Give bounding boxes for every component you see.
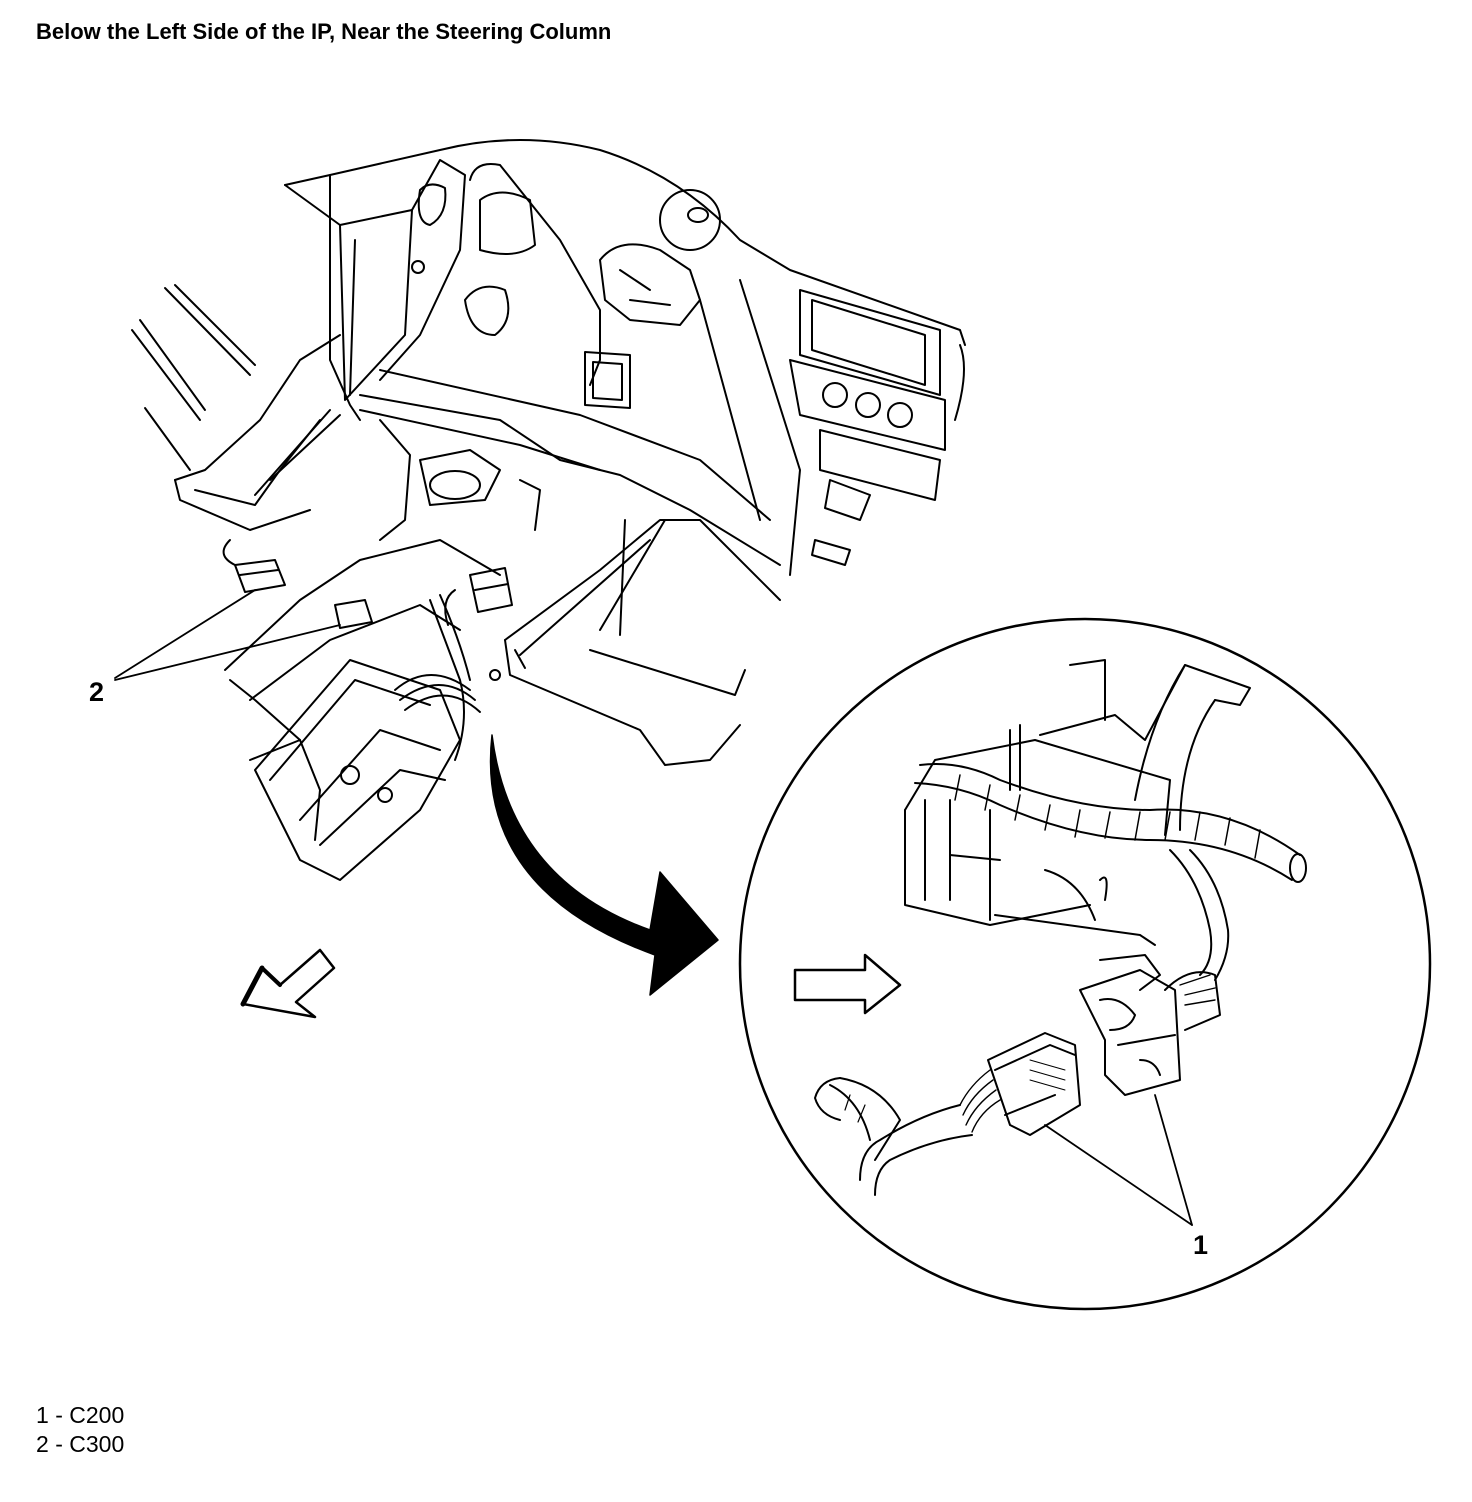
view-direction-arrow bbox=[793, 953, 902, 1015]
detail-view-contents bbox=[814, 659, 1307, 1196]
forward-direction-arrow bbox=[240, 948, 336, 1019]
connector-legend: 1 - C200 2 - C300 bbox=[36, 1401, 124, 1459]
instrument-panel-assembly bbox=[131, 139, 966, 576]
callout-1-leaders bbox=[1044, 1094, 1193, 1226]
curved-detail-arrow bbox=[489, 734, 719, 996]
legend-number: 2 bbox=[36, 1431, 49, 1457]
page-title: Below the Left Side of the IP, Near the … bbox=[36, 19, 612, 44]
callout-2-label: 2 bbox=[89, 677, 104, 707]
legend-label: C200 bbox=[69, 1402, 125, 1428]
detail-view-circle bbox=[738, 617, 1432, 1311]
callout-1-label: 1 bbox=[1193, 1230, 1208, 1260]
legend-separator: - bbox=[55, 1431, 63, 1457]
console-lower-area bbox=[489, 519, 781, 766]
legend-item-c300: 2 - C300 bbox=[36, 1430, 124, 1459]
legend-label: C300 bbox=[69, 1431, 125, 1457]
legend-separator: - bbox=[55, 1402, 63, 1428]
c300-connectors bbox=[222, 539, 513, 629]
legend-number: 1 bbox=[36, 1402, 49, 1428]
steering-column-lower-area bbox=[224, 419, 541, 881]
callout-2-leaders bbox=[114, 589, 341, 681]
legend-item-c200: 1 - C200 bbox=[36, 1401, 124, 1430]
